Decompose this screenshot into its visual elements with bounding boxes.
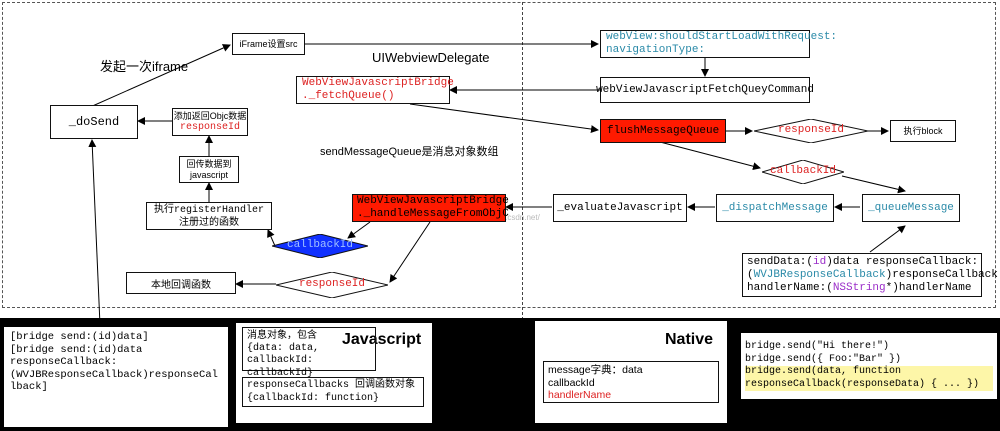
label-sendmessagequeue-note: sendMessageQueue是消息对象数组	[320, 146, 499, 158]
diamond-callbackid-right: callbackId	[762, 160, 844, 184]
label-send-iframe: 发起一次iframe	[100, 59, 189, 74]
node-flush-message-queue: flushMessageQueue	[600, 119, 726, 143]
senddata-l2b: )responseCallback	[885, 268, 998, 281]
panel-javascript: Javascript 消息对象，包含 {data: data, callback…	[236, 323, 432, 423]
arrow-flush-callbackid	[659, 141, 761, 171]
fetch-queue-line2: ._fetchQueue()	[302, 90, 395, 102]
node-dispatch-message: _dispatchMessage	[716, 194, 834, 222]
js-message-box: 消息对象，包含 {data: data, callbackId: callbac…	[242, 327, 376, 379]
js-send-line4: responseCallback(responseData) { ... })	[745, 378, 993, 391]
node-evaluate-js: _evaluateJavascript	[553, 194, 687, 222]
exec-register-prefix: 执行	[153, 203, 174, 215]
native-message-box: message字典：data callbackId handlerName	[543, 361, 719, 403]
objc-line-3: responseCallback:	[10, 356, 118, 368]
arrow-fetchqueue-flush	[409, 103, 599, 134]
native-line1: message字典：data	[548, 364, 643, 376]
node-local-callback: 本地回调函数	[126, 272, 236, 294]
diamond-responseid-right: responseId	[754, 119, 868, 143]
add-return-text: 添加返回Objc数据	[173, 111, 247, 121]
native-line3: handlerName	[548, 389, 612, 401]
js-message-line2: {data: data,	[247, 342, 320, 354]
senddata-l3b: *)handlerName	[885, 281, 972, 294]
pass-back-line1: 回传数据到	[186, 158, 232, 169]
diamond-responseid-left-label: responseId	[298, 278, 365, 290]
js-callbacks-line1: responseCallbacks 回调函数对象	[247, 380, 416, 391]
should-start-line2: navigationType:	[606, 44, 706, 56]
objc-line-4: (WVJBResponseCallback)responseCal	[10, 368, 218, 381]
diamond-callbackid-left-label: callbackId	[286, 239, 353, 251]
node-pass-back-js: 回传数据到 javascript	[179, 156, 239, 183]
handle-msg-line1: WebViewJavascriptBridge	[357, 195, 509, 207]
node-send-data: sendData:(id)data responseCallback: (WVJ…	[742, 253, 998, 297]
arrow-handle-callbackid	[347, 221, 371, 239]
arrow-senddata-queue	[869, 225, 906, 253]
senddata-l2a: (	[747, 268, 754, 281]
native-panel-title: Native	[665, 331, 714, 348]
node-exec-register: 执行registerHandler 注册过的函数	[146, 202, 272, 230]
arrow-callbackid-queuemessage	[841, 175, 906, 194]
node-iframe-src: iFrame设置src	[232, 33, 305, 55]
js-native-divider	[522, 2, 523, 320]
objc-line-5: lback]	[10, 381, 48, 393]
node-should-start-load: webView:shouldStartLoadWithRequest: navi…	[600, 30, 837, 58]
js-send-line1: bridge.send("Hi there!")	[745, 341, 890, 352]
js-message-line1: 消息对象，包含	[247, 330, 317, 341]
add-return-responseid: responseId	[179, 122, 240, 133]
arrow-objc-dosend	[88, 139, 101, 326]
js-panel-title: Javascript	[342, 331, 422, 348]
arrow-callbackid-register	[267, 229, 276, 247]
js-callbacks-box: responseCallbacks 回调函数对象 {callbackId: fu…	[242, 377, 424, 407]
native-line2: callbackId	[548, 376, 595, 389]
pass-back-line2: javascript	[189, 169, 228, 180]
arrow-handle-responseid	[389, 221, 431, 283]
js-send-line3: bridge.send(data, function	[745, 366, 993, 379]
js-callbacks-line2: {callbackId: function}	[247, 392, 380, 404]
node-handle-message: WebViewJavascriptBridge ._handleMessageF…	[352, 194, 509, 222]
senddata-l3a: handlerName:(	[747, 281, 833, 294]
label-uiwebview-delegate: UIWebviewDelegate	[372, 50, 490, 65]
js-message-line3: callbackId: callbackId}	[247, 355, 314, 379]
panel-js-send-examples: bridge.send("Hi there!") bridge.send({ F…	[741, 333, 997, 399]
handle-msg-line2: ._handleMessageFromObjC	[357, 208, 509, 220]
diamond-callbackid-left: callbackId	[272, 234, 368, 258]
diamond-callbackid-right-label: callbackId	[769, 165, 836, 177]
node-fetch-query-command: webViewJavascriptFetchQueyCommand	[596, 77, 814, 103]
objc-line-1: [bridge send:(id)data]	[10, 331, 149, 343]
senddata-line1: sendData:(id)data responseCallback:	[747, 256, 978, 269]
node-fetch-queue: WebViewJavascriptBridge ._fetchQueue()	[296, 76, 454, 104]
exec-register-line2: 注册过的函数	[179, 216, 239, 228]
node-dosend: _doSend	[50, 105, 138, 139]
exec-register-line1: 执行registerHandler	[154, 204, 264, 217]
diamond-responseid-left: responseId	[276, 272, 388, 298]
js-send-line2: bridge.send({ Foo:"Bar" })	[745, 353, 902, 365]
panel-objc-send: [bridge send:(id)data] [bridge send:(id)…	[4, 327, 228, 427]
senddata-l1a: sendData:(	[747, 255, 814, 268]
node-add-return-objc: 添加返回Objc数据 responseId	[172, 108, 248, 136]
objc-line-2: [bridge send:(id)data	[10, 343, 143, 356]
exec-register-mono: registerHandler	[173, 204, 264, 216]
senddata-line2: (WVJBResponseCallback)responseCallback	[747, 269, 998, 282]
senddata-l3-type: NSString	[832, 281, 886, 294]
panel-native: Native message字典：data callbackId handler…	[535, 321, 727, 423]
diamond-responseid-right-label: responseId	[777, 124, 844, 136]
fetch-queue-line1: WebViewJavascriptBridge	[302, 77, 454, 89]
node-queue-message: _queueMessage	[862, 194, 960, 222]
senddata-l2-type: WVJBResponseCallback	[753, 268, 886, 281]
senddata-l1-id: id	[813, 255, 827, 268]
senddata-l1b: )data responseCallback:	[826, 255, 979, 268]
senddata-line3: handlerName:(NSString*)handlerName	[747, 282, 971, 295]
diagram-frame	[2, 2, 996, 308]
arrow-dosend-iframe	[87, 44, 231, 109]
should-start-line1: webView:shouldStartLoadWithRequest:	[606, 31, 838, 43]
node-exec-block: 执行block	[890, 120, 956, 142]
